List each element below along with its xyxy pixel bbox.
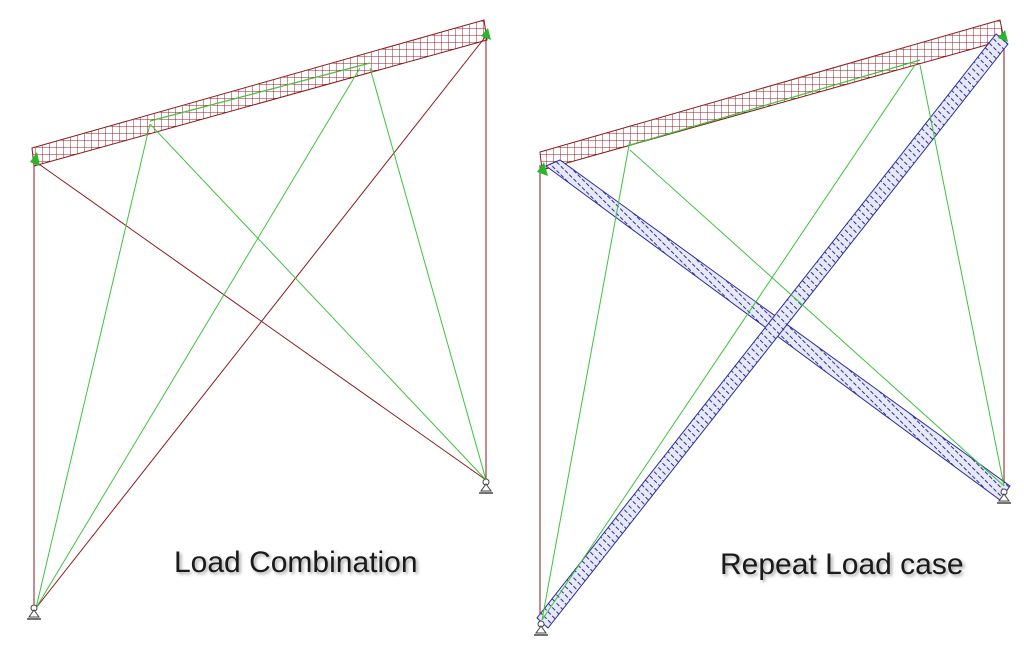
node-marker-icon [537, 162, 548, 176]
diagonal-hatch-2 [536, 33, 1009, 629]
panel-load-combination [27, 19, 493, 620]
cable-1 [541, 139, 631, 621]
cable-2 [541, 64, 916, 621]
node-marker-icon [481, 28, 491, 40]
cable-2 [35, 67, 361, 609]
beam-centerline [149, 62, 371, 122]
node-marker-icon [30, 152, 40, 166]
diagonal-member-1 [35, 161, 487, 481]
top-beam-hatch [31, 19, 488, 167]
caption-load-combination: Load Combination [174, 546, 418, 579]
cable-4 [919, 64, 1005, 487]
panel-repeat-load-case [534, 19, 1011, 636]
cable-3 [629, 149, 1005, 487]
node-marker-icon [998, 30, 1008, 42]
pin-support-icon [479, 478, 493, 494]
pin-support-icon [997, 488, 1011, 504]
cable-4 [369, 67, 487, 481]
pin-support-icon [27, 604, 41, 620]
cable-3 [149, 123, 487, 481]
top-beam-hatch [539, 19, 1005, 171]
beam-centerline [629, 59, 921, 146]
caption-repeat-load-case: Repeat Load case [720, 548, 964, 581]
cable-1 [35, 123, 151, 609]
diagonal-member-2 [35, 35, 487, 609]
pin-support-icon [534, 620, 548, 636]
